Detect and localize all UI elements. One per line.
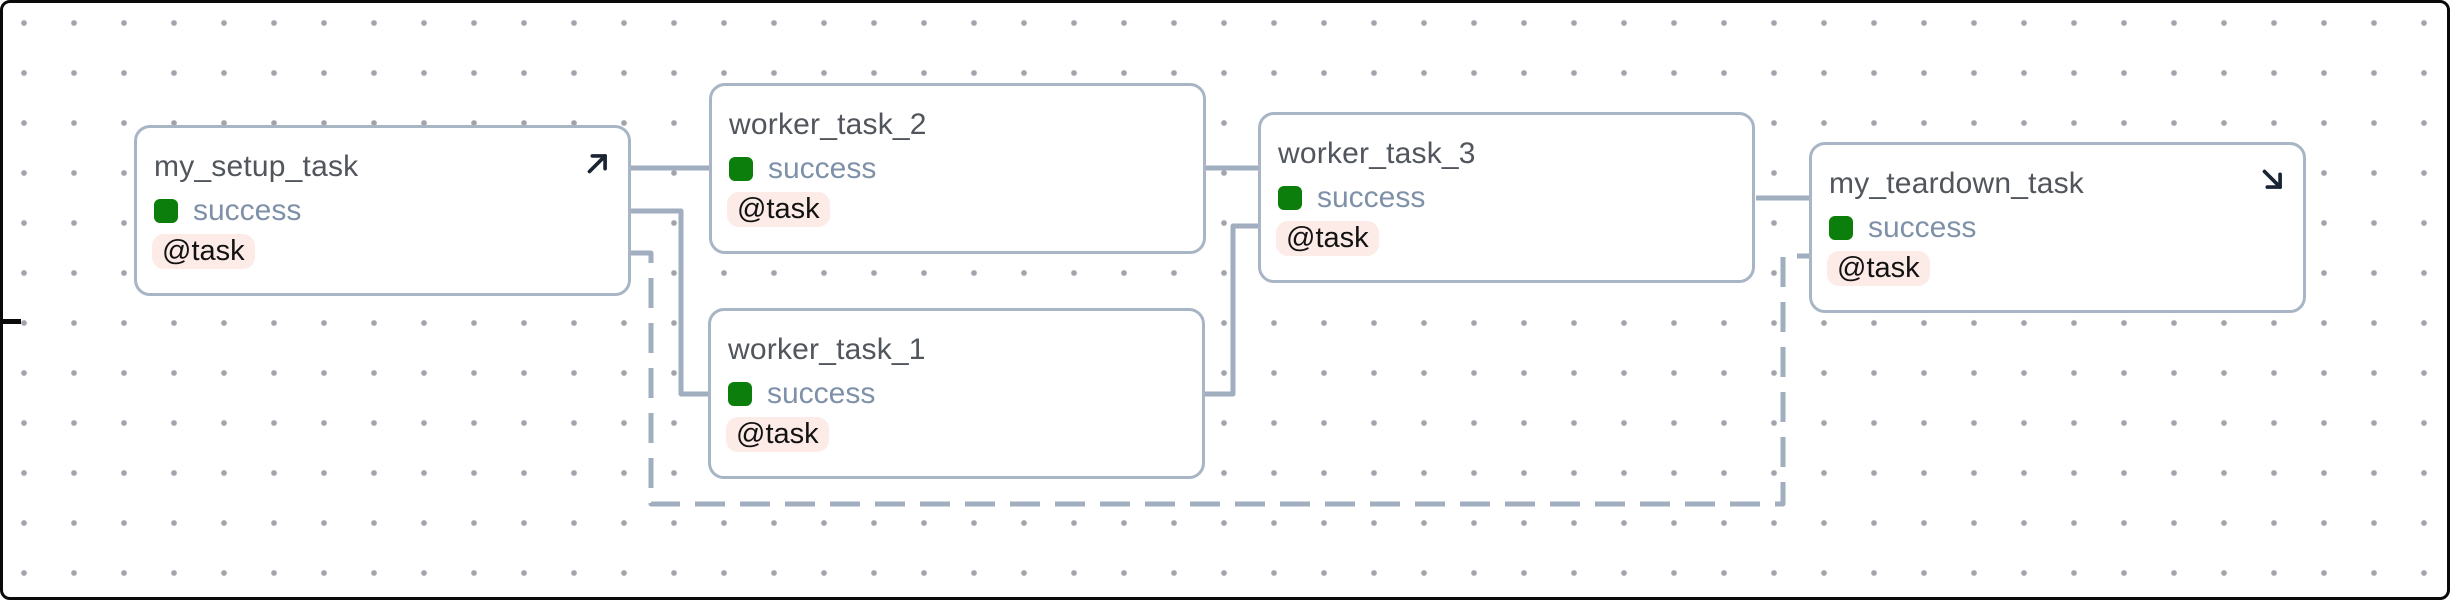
task-status-row: success [1278, 181, 1752, 214]
edge-my_setup_task-worker_task_1 [631, 208, 708, 397]
task-node-worker_task_1[interactable]: worker_task_1 success @task [708, 308, 1205, 479]
success-state-square [729, 157, 753, 181]
task-node-worker_task_3[interactable]: worker_task_3 success @task [1258, 112, 1755, 283]
task-node-worker_task_2[interactable]: worker_task_2 success @task [709, 83, 1206, 254]
success-state-square [154, 199, 178, 223]
task-decorator-badge: @task [152, 234, 255, 269]
success-state-square [1278, 186, 1302, 210]
task-decorator-badge: @task [1276, 221, 1379, 256]
task-status-row: success [729, 152, 1203, 185]
task-title: my_setup_task [154, 150, 359, 183]
task-state-label: success [1317, 181, 1426, 214]
edge-worker_task_1-worker_task_3 [1205, 223, 1258, 397]
task-node-my_setup_task[interactable]: my_setup_task success @task [134, 125, 631, 296]
task-title: worker_task_2 [729, 108, 927, 141]
task-status-row: success [1829, 211, 2303, 244]
task-status-row: success [154, 194, 628, 227]
task-state-label: success [767, 377, 876, 410]
canvas-left-tick [3, 319, 21, 324]
task-decorator-badge: @task [727, 192, 830, 227]
task-title: my_teardown_task [1829, 167, 2084, 200]
task-state-label: success [193, 194, 302, 227]
task-state-label: success [768, 152, 877, 185]
task-status-row: success [728, 377, 1202, 410]
task-title: worker_task_3 [1278, 137, 1476, 170]
arrow-down-right-icon [2262, 169, 2282, 189]
task-decorator-badge: @task [1827, 251, 1930, 286]
task-title: worker_task_1 [728, 333, 926, 366]
task-state-label: success [1868, 211, 1977, 244]
dag-graph-canvas[interactable]: my_setup_task success @task worker_task_… [3, 3, 2447, 597]
success-state-square [728, 382, 752, 406]
success-state-square [1829, 216, 1853, 240]
arrow-up-right-icon [587, 154, 607, 174]
task-node-my_teardown_task[interactable]: my_teardown_task success @task [1809, 142, 2306, 313]
task-decorator-badge: @task [726, 417, 829, 452]
